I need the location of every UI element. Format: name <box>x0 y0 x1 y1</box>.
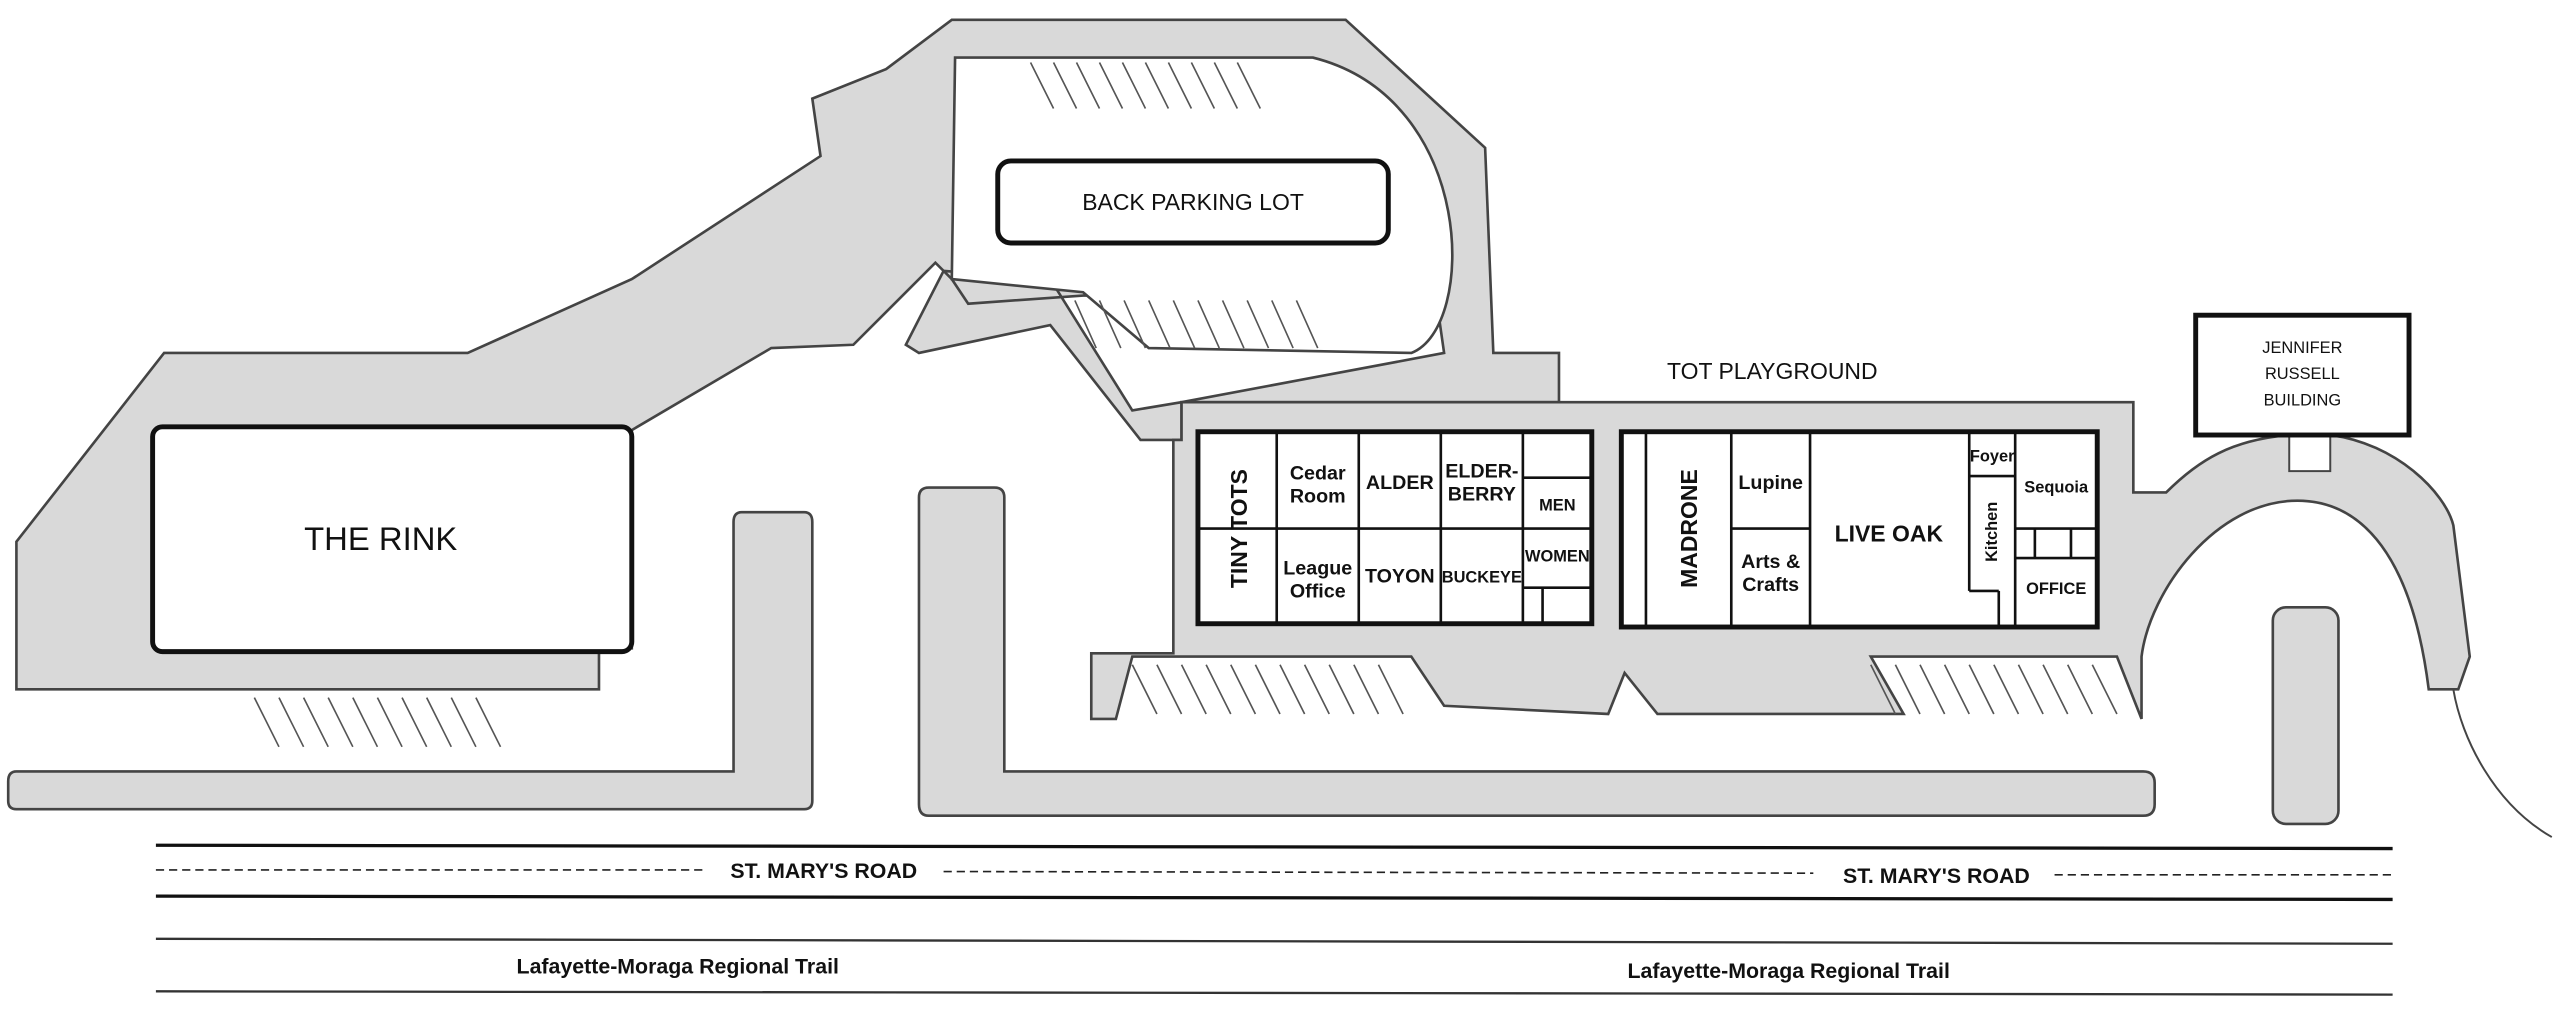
back-parking-lot-label: BACK PARKING LOT <box>1082 189 1304 215</box>
room-toyon: TOYON <box>1365 566 1435 588</box>
jennifer-russell-line3: BUILDING <box>2264 391 2342 409</box>
room-sequoia: Sequoia <box>2024 478 2089 496</box>
st-marys-road-label-2: ST. MARY'S ROAD <box>1843 864 2030 888</box>
west-building <box>1195 429 1595 627</box>
jennifer-russell-line2: RUSSELL <box>2265 365 2340 383</box>
east-building <box>1618 429 2100 630</box>
the-rink-building <box>150 424 635 655</box>
back-parking-lot-label-box <box>995 158 1391 246</box>
jennifer-russell-line1: JENNIFER <box>2262 339 2342 357</box>
regional-trail <box>155 937 2393 996</box>
room-cedar-line2: Room <box>1290 485 1346 507</box>
room-elderberry-line2: BERRY <box>1448 484 1516 506</box>
room-arts-line1: Arts & <box>1741 551 1800 573</box>
path-curve <box>2452 689 2553 838</box>
room-arts-line2: Crafts <box>1742 574 1799 596</box>
jennifer-russell-building <box>2193 312 2412 438</box>
rink-stalls <box>253 697 502 748</box>
room-lupine: Lupine <box>1738 472 1803 494</box>
left-road-strip <box>6 510 814 811</box>
the-rink-label: THE RINK <box>304 520 457 557</box>
connector-walkway <box>2288 434 2332 473</box>
room-live-oak: LIVE OAK <box>1835 521 1944 547</box>
st-marys-road <box>155 843 2393 902</box>
back-lot-stalls-bottom <box>1074 300 1319 349</box>
room-madrone: MADRONE <box>1676 469 1702 588</box>
room-alder: ALDER <box>1366 472 1434 494</box>
room-men: MEN <box>1539 497 1575 515</box>
room-league-line2: Office <box>1290 580 1346 602</box>
back-lot-stalls-top <box>1029 62 1262 109</box>
room-office: OFFICE <box>2026 580 2086 598</box>
room-foyer: Foyer <box>1970 447 2015 465</box>
room-league-line1: League <box>1283 558 1352 580</box>
center-road-strip <box>917 486 2156 818</box>
right-road-strip <box>2271 606 2340 826</box>
room-elderberry-line1: ELDER- <box>1445 461 1518 483</box>
trail-label-1: Lafayette-Moraga Regional Trail <box>517 954 839 978</box>
st-marys-road-label-1: ST. MARY'S ROAD <box>730 859 917 883</box>
room-tiny-tots: TINY TOTS <box>1226 469 1252 588</box>
trail-label-2: Lafayette-Moraga Regional Trail <box>1628 959 1950 983</box>
tot-playground-label: TOT PLAYGROUND <box>1667 358 1878 384</box>
room-cedar-line1: Cedar <box>1290 462 1346 484</box>
room-women: WOMEN <box>1525 547 1590 565</box>
room-kitchen: Kitchen <box>1983 502 2001 562</box>
room-buckeye: BUCKEYE <box>1442 569 1522 587</box>
front-stalls <box>1131 664 2118 715</box>
